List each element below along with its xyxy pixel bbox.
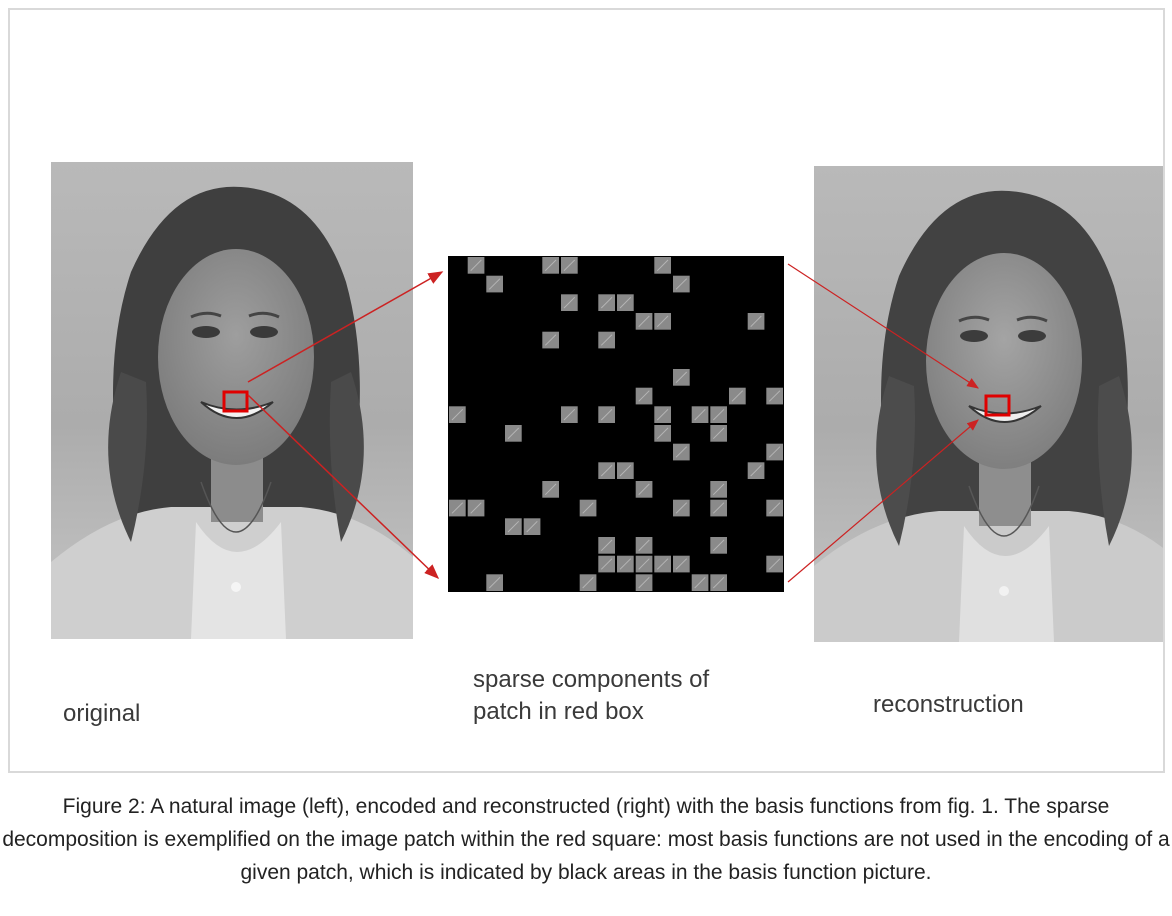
original-photo (51, 162, 413, 639)
label-original: original (63, 698, 140, 730)
figure-caption: Figure 2: A natural image (left), encode… (0, 790, 1172, 889)
label-sparse-components: sparse components of patch in red box (473, 664, 773, 729)
sparse-basis-grid (448, 256, 784, 592)
label-reconstruction: reconstruction (873, 689, 1024, 721)
reconstruction-photo (814, 166, 1165, 642)
figure-frame: original sparse components of patch in r… (8, 8, 1165, 773)
